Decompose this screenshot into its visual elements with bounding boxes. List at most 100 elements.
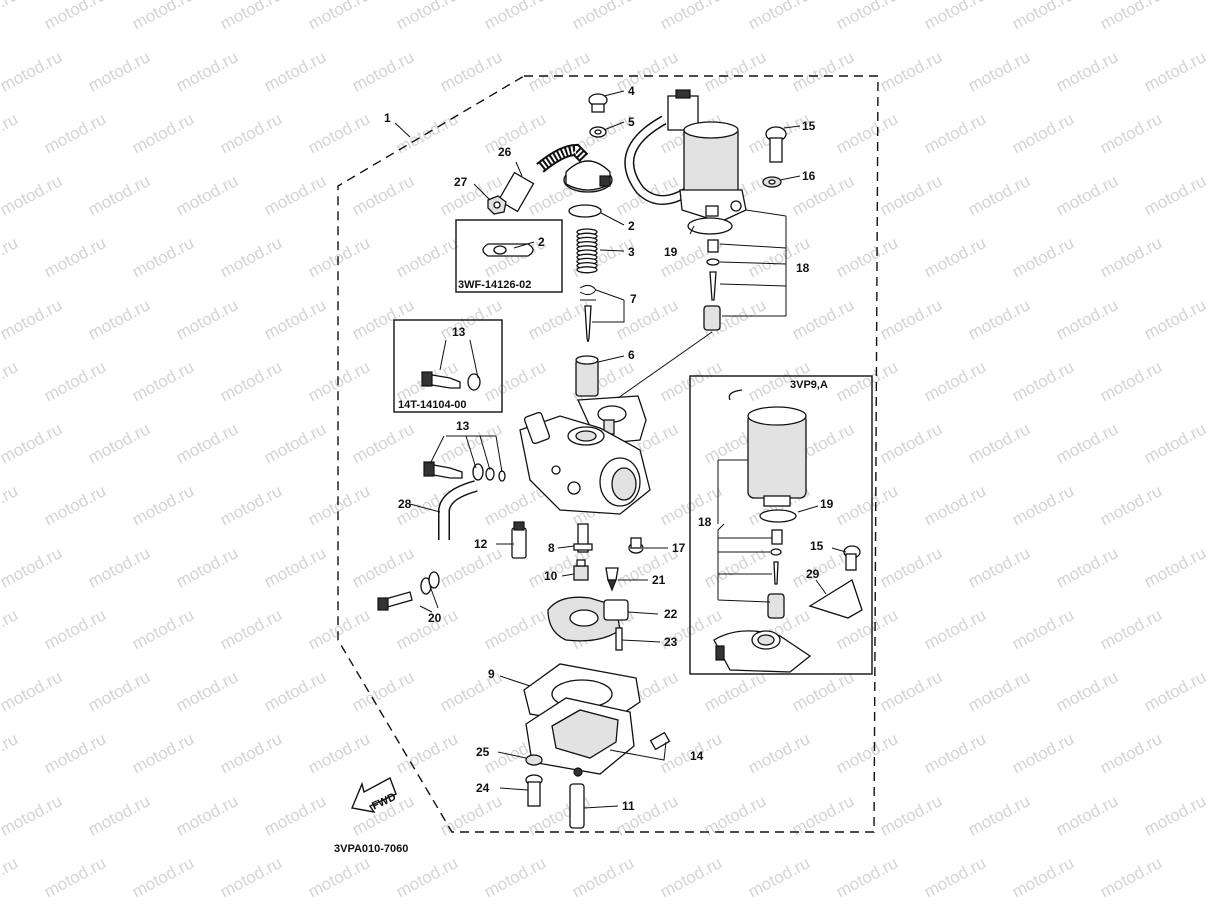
watermark-text: motod.ru	[789, 47, 857, 95]
watermark-text: motod.ru	[305, 481, 373, 529]
watermark-text: motod.ru	[1141, 171, 1209, 219]
o-ring-19-shape	[687, 217, 733, 235]
main-jet-10-shape	[573, 559, 589, 581]
watermark-text: motod.ru	[305, 233, 373, 281]
watermark-text: motod.ru	[1097, 0, 1165, 34]
part-labels: 1 2 2 3 4 5 6 7 8 9 10 11 12 13 13 14 15…	[334, 84, 834, 855]
drain-11-shape	[569, 783, 585, 829]
part-number-19: 19	[664, 245, 678, 259]
watermark-text: motod.ru	[1053, 171, 1121, 219]
watermark-text: motod.ru	[349, 47, 417, 95]
part-number-6: 6	[628, 348, 635, 362]
watermark-text: motod.ru	[613, 543, 681, 591]
watermark-text: motod.ru	[965, 543, 1033, 591]
watermark-text: motod.ru	[1141, 295, 1209, 343]
watermark-text: motod.ru	[173, 47, 241, 95]
watermark-text: motod.ru	[129, 0, 197, 34]
gasket-2-inset-shape	[482, 243, 534, 257]
part-number-13-inset: 13	[452, 325, 466, 339]
watermark-text: motod.ru	[1097, 605, 1165, 653]
watermark-text: motod.ru	[41, 233, 109, 281]
watermark-text: motod.ru	[305, 0, 373, 34]
watermark-text: motod.ru	[921, 357, 989, 405]
watermark-text: motod.ru	[0, 729, 21, 777]
washer-5-shape	[589, 126, 607, 138]
watermark-text: motod.ru	[833, 109, 901, 157]
watermark-text: motod.ru	[217, 605, 285, 653]
slide-6-shape	[575, 355, 599, 397]
watermark-text: motod.ru	[41, 605, 109, 653]
watermark-text: motod.ru	[129, 605, 197, 653]
plunger-18-shape	[703, 239, 721, 331]
float-chamber-shape	[525, 697, 635, 777]
carb-body-shape	[519, 395, 651, 515]
watermark-text: motod.ru	[1053, 543, 1121, 591]
watermark-text: motod.ru	[1009, 109, 1077, 157]
watermark-text: motod.ru	[613, 47, 681, 95]
watermark-text: motod.ru	[217, 109, 285, 157]
washer-25-shape	[525, 754, 543, 766]
watermark-text: motod.ru	[261, 543, 329, 591]
watermark-text: motod.ru	[85, 419, 153, 467]
watermark-text: motod.ru	[965, 791, 1033, 839]
watermark-text: motod.ru	[921, 481, 989, 529]
o-ring-2-shape	[568, 204, 602, 218]
watermark-text: motod.ru	[261, 419, 329, 467]
watermark-text: motod.ru	[877, 791, 945, 839]
part-number-11: 11	[622, 799, 635, 813]
part-number-18-inset: 18	[698, 515, 712, 529]
watermark-text: motod.ru	[701, 47, 769, 95]
pin-23-shape	[615, 627, 623, 651]
leader-lines	[394, 90, 847, 809]
watermark-text: motod.ru	[393, 0, 461, 34]
watermark-text: motod.ru	[569, 853, 637, 901]
part-number-2: 2	[628, 219, 635, 233]
watermark-text: motod.ru	[129, 853, 197, 901]
watermark-text: motod.ru	[965, 171, 1033, 219]
watermark-text: motod.ru	[833, 481, 901, 529]
screw-4-shape	[588, 93, 608, 113]
watermark-text: motod.ru	[965, 419, 1033, 467]
watermark-text: motod.ru	[833, 0, 901, 34]
watermark-text: motod.ru	[173, 667, 241, 715]
watermark-text: motod.ru	[657, 0, 725, 34]
watermark-text: motod.ru	[261, 47, 329, 95]
watermark-text: motod.ru	[173, 171, 241, 219]
watermark-text: motod.ru	[173, 791, 241, 839]
screw-15-shape	[765, 126, 787, 163]
watermark-text: motod.ru	[349, 171, 417, 219]
watermark-text: motod.ru	[0, 109, 21, 157]
part-number-13: 13	[456, 419, 470, 433]
watermark-text: motod.ru	[0, 419, 65, 467]
watermark-text: motod.ru	[41, 0, 109, 34]
part-number-12: 12	[474, 537, 488, 551]
watermark-text: motod.ru	[1053, 295, 1121, 343]
part-number-26: 26	[498, 145, 512, 159]
watermark-text: motod.ru	[701, 543, 769, 591]
watermark-text: motod.ru	[1097, 853, 1165, 901]
inset-gasket-kit	[455, 219, 563, 293]
watermark-text: motod.ru	[965, 47, 1033, 95]
part-number-8: 8	[548, 541, 555, 555]
watermark-text: motod.ru	[1009, 729, 1077, 777]
watermark-text: motod.ru	[965, 667, 1033, 715]
watermark-text: motod.ru	[85, 171, 153, 219]
auto-choke-shape	[624, 89, 747, 223]
watermark-text: motod.ru	[305, 605, 373, 653]
watermark-text: motod.ru	[437, 419, 505, 467]
part-number-29: 29	[806, 567, 820, 581]
watermark-text: motod.ru	[745, 729, 813, 777]
part-number-2-inset: 2	[538, 235, 545, 249]
watermark-text: motod.ru	[1053, 791, 1121, 839]
watermark-text: motod.ru	[613, 295, 681, 343]
jet-12-shape	[511, 521, 527, 559]
needle-valve-21-shape	[605, 567, 619, 592]
part-number-20: 20	[428, 611, 442, 625]
watermark-text: motod.ru	[877, 543, 945, 591]
watermark-text: motod.ru	[0, 481, 21, 529]
watermark-text: motod.ru	[129, 109, 197, 157]
screw-24-shape	[525, 774, 543, 807]
watermark-text: motod.ru	[217, 481, 285, 529]
watermark-text: motod.ru	[0, 791, 65, 839]
watermark-text: motod.ru	[41, 853, 109, 901]
